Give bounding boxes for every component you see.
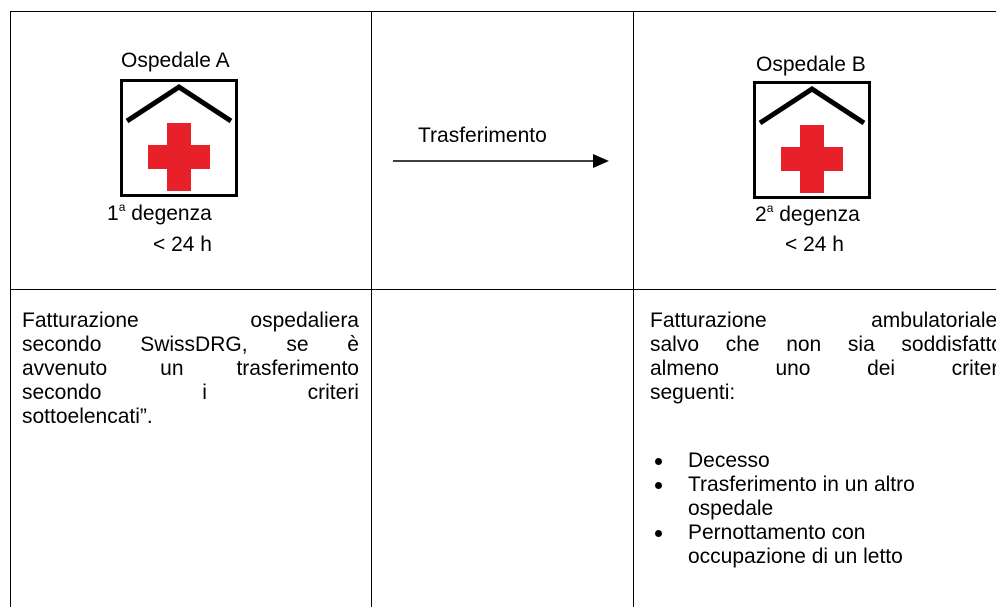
- left-text-line: avvenuto un trasferimento: [22, 357, 359, 380]
- left-billing-text: Fatturazione ospedaliera secondo SwissDR…: [22, 309, 359, 429]
- stay-2-duration: < 24 h: [785, 233, 844, 256]
- stay-2-text: degenza: [773, 203, 860, 226]
- hospital-a-title: Ospedale A: [121, 49, 230, 72]
- left-text-line: sottoelencati”.: [22, 405, 153, 428]
- right-billing-text: Fatturazione ambulatoriale, salvo che no…: [650, 309, 996, 405]
- table-top-border: [10, 11, 996, 12]
- stay-1-text: degenza: [125, 202, 212, 225]
- right-text-line: salvo che non sia soddisfatto: [650, 333, 996, 356]
- left-text-line: secondo SwissDRG, se è: [22, 333, 359, 356]
- stay-1-duration: < 24 h: [153, 233, 212, 256]
- left-text-line: secondo i criteri: [22, 381, 359, 404]
- hospital-icon: [120, 79, 238, 197]
- hospital-b-title: Ospedale B: [756, 53, 866, 76]
- right-text-line: almeno uno dei criteri: [650, 357, 996, 380]
- criteria-list: Decesso Trasferimento in un altro ospeda…: [650, 449, 996, 569]
- right-text-line: Fatturazione ambulatoriale,: [650, 309, 996, 332]
- stay-2-number: 2: [755, 203, 767, 226]
- list-item: Decesso: [650, 449, 996, 473]
- list-item: Trasferimento in un altro ospedale: [650, 473, 996, 521]
- stay-1-number: 1: [107, 202, 119, 225]
- stay-2-label: 2a degenza: [755, 201, 860, 229]
- transfer-label: Trasferimento: [418, 124, 547, 147]
- arrow-right-icon: [393, 154, 609, 168]
- hospital-icon: [753, 81, 871, 199]
- right-text-line: seguenti:: [650, 381, 736, 404]
- stay-1-superscript: a: [118, 200, 126, 214]
- table-row-divider: [10, 289, 996, 290]
- table-left-border: [10, 11, 11, 607]
- list-item: Pernottamento con occupazione di un lett…: [650, 521, 996, 569]
- stay-2-superscript: a: [766, 201, 774, 215]
- left-text-line: Fatturazione ospedaliera: [22, 309, 359, 332]
- table-column-divider-2: [633, 11, 634, 607]
- stay-1-label: 1a degenza: [107, 200, 212, 228]
- table-column-divider-1: [371, 11, 372, 607]
